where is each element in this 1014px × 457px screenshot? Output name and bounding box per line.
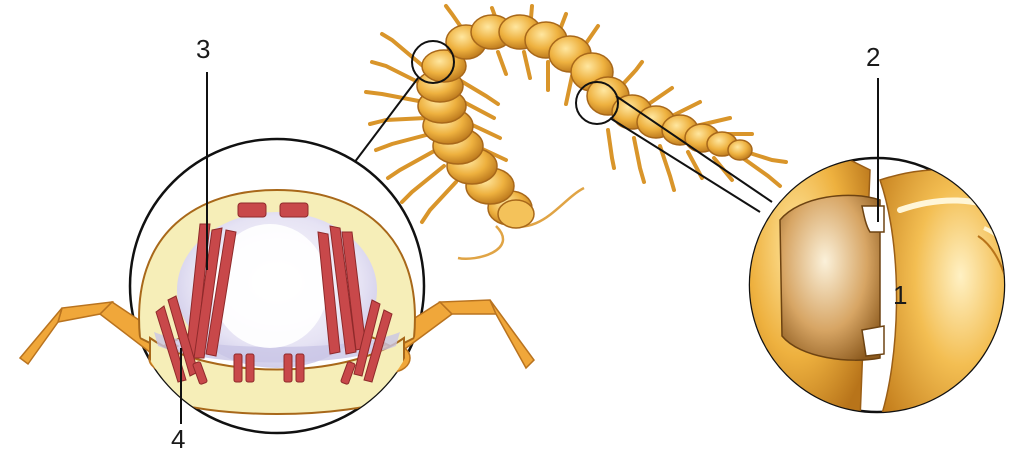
callout-label-2: 2 — [866, 44, 880, 70]
segment-joint-closeup — [748, 150, 1014, 435]
callout-label-4: 4 — [171, 426, 185, 452]
callout-label-3: 3 — [196, 36, 210, 62]
callout-label-1: 1 — [893, 282, 907, 308]
centipede-illustration — [366, 6, 786, 259]
